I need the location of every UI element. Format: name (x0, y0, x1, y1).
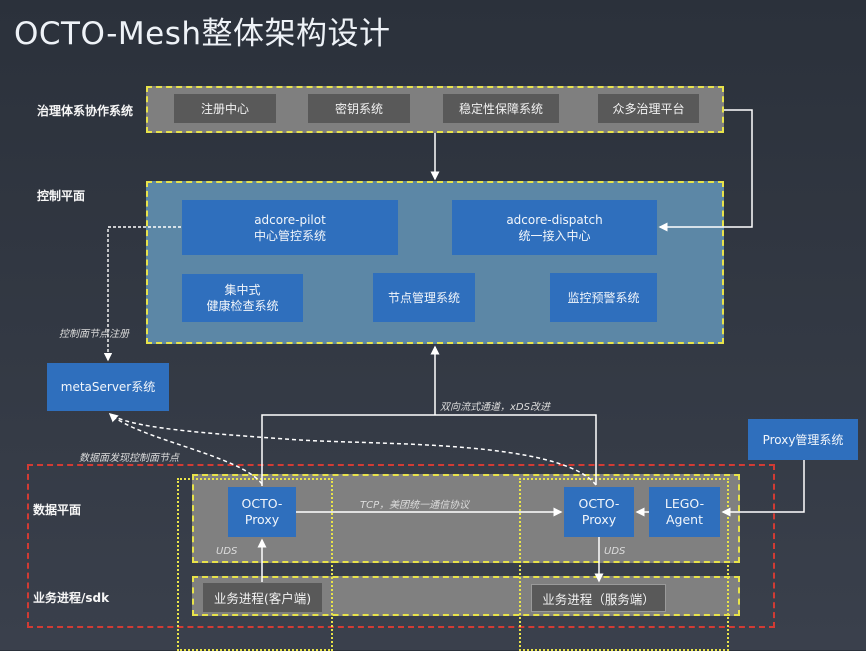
health-check-line2: 健康检查系统 (206, 299, 279, 313)
client-proxy-line2: Proxy (244, 512, 280, 527)
server-business-process-box[interactable]: 业务进程（服务端） (531, 584, 666, 612)
row-label-governance: 治理体系协作系统 (37, 104, 134, 118)
node-management-box[interactable]: 节点管理系统 (373, 273, 475, 322)
client-uds-note: UDS (216, 546, 238, 557)
data-discover-note: 数据面发现控制面节点 (79, 453, 179, 464)
bidirectional-channel-note: 双向流式通道，xDS改进 (440, 402, 550, 413)
adcore-dispatch-name: adcore-dispatch (506, 212, 603, 227)
adcore-pilot-name: adcore-pilot (254, 212, 326, 227)
adcore-dispatch-desc: 统一接入中心 (518, 228, 591, 243)
lego-agent-line2: Agent (666, 512, 703, 527)
lego-agent-line1: LEGO- (664, 496, 705, 511)
server-octo-proxy-box[interactable]: OCTO- Proxy (564, 487, 634, 537)
health-check-line1: 集中式 (224, 283, 261, 297)
row-label-control-plane: 控制平面 (37, 189, 86, 203)
server-proxy-line2: Proxy (581, 512, 617, 527)
health-check-box[interactable]: 集中式 健康检查系统 (182, 274, 303, 322)
server-uds-note: UDS (604, 546, 626, 557)
metaserver-box[interactable]: metaServer系统 (47, 363, 169, 411)
control-register-note: 控制面节点注册 (59, 329, 129, 340)
client-octo-proxy-box[interactable]: OCTO- Proxy (228, 487, 296, 537)
lego-agent-box[interactable]: LEGO- Agent (649, 487, 720, 537)
stability-system-box[interactable]: 稳定性保障系统 (443, 94, 559, 123)
row-label-data-plane: 数据平面 (33, 503, 82, 517)
adcore-dispatch-box[interactable]: adcore-dispatch 统一接入中心 (452, 200, 657, 255)
governance-platforms-box[interactable]: 众多治理平台 (598, 94, 699, 123)
tcp-protocol-note: TCP，美团统一通信协议 (360, 500, 470, 511)
adcore-pilot-desc: 中心管控系统 (253, 228, 326, 243)
page-title: OCTO-Mesh整体架构设计 (14, 16, 391, 52)
monitoring-alert-box[interactable]: 监控预警系统 (550, 273, 657, 322)
proxy-management-box[interactable]: Proxy管理系统 (748, 419, 858, 460)
server-proxy-line1: OCTO- (578, 496, 620, 511)
adcore-pilot-box[interactable]: adcore-pilot 中心管控系统 (182, 200, 398, 255)
registry-center-box[interactable]: 注册中心 (174, 94, 276, 123)
client-proxy-line1: OCTO- (241, 496, 283, 511)
key-system-box[interactable]: 密钥系统 (308, 94, 410, 123)
client-business-process-box[interactable]: 业务进程(客户端) (203, 583, 322, 612)
row-label-business-process: 业务进程/sdk (33, 591, 110, 605)
